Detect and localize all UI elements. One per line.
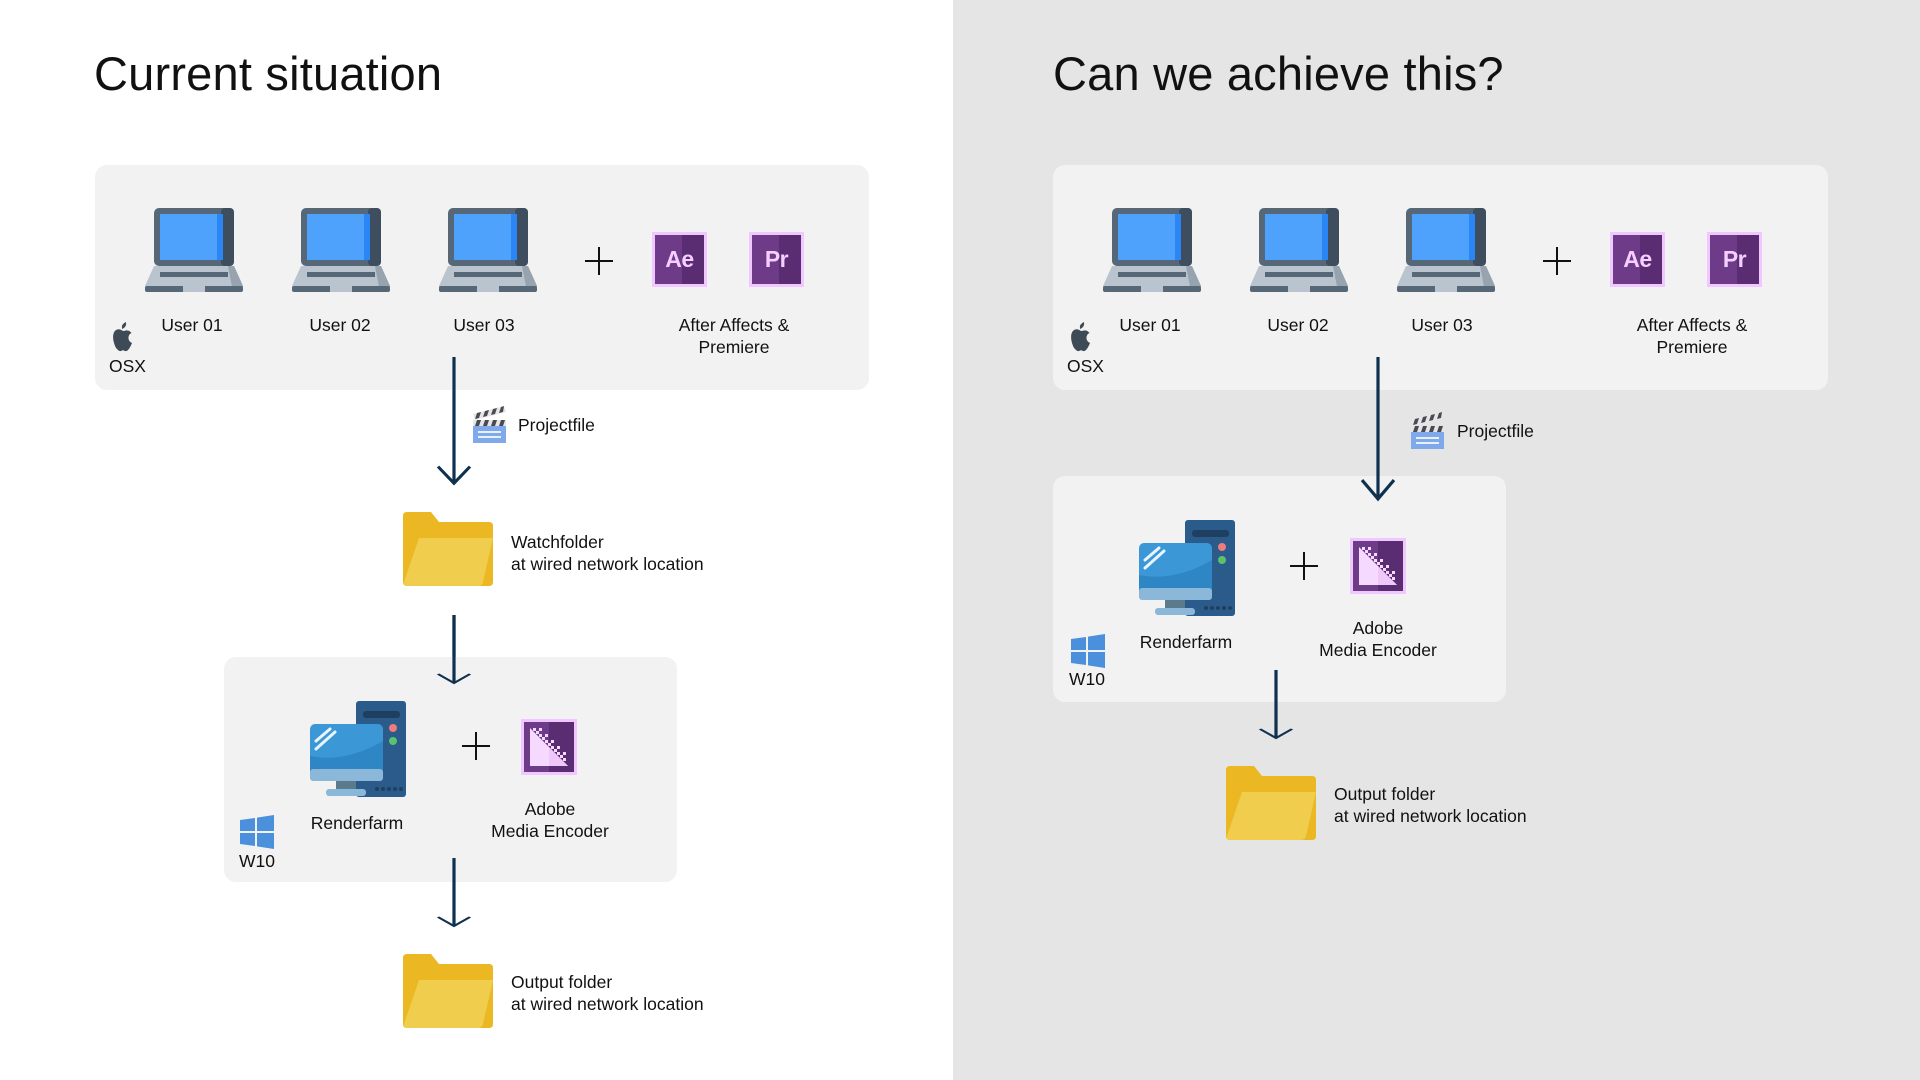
- apple-icon: [1071, 322, 1091, 352]
- watchfolder-line2: at wired network location: [511, 554, 704, 574]
- user-label: User 03: [453, 315, 515, 335]
- output-folder-label: Output folder at wired network location: [511, 971, 704, 1015]
- clapperboard-icon: [1409, 410, 1445, 450]
- media-encoder-line1: Adobe: [1352, 618, 1404, 638]
- folder-icon: [403, 954, 493, 1028]
- apps-label-line1: After Affects &: [678, 315, 790, 335]
- ae-glyph: Ae: [665, 246, 694, 272]
- panel-title: Can we achieve this?: [1053, 47, 1504, 100]
- apple-icon: [113, 322, 133, 352]
- os-label: OSX: [109, 356, 146, 376]
- arrow-down-icon: [1256, 670, 1296, 740]
- pr-glyph: Pr: [1722, 246, 1747, 272]
- laptop-icon: [292, 208, 390, 292]
- folder-icon: [1226, 766, 1316, 840]
- after-effects-icon: Ae: [652, 232, 707, 287]
- renderfarm-box: [1053, 476, 1506, 702]
- arrow-down-icon: [434, 615, 474, 685]
- after-effects-icon: Ae: [1610, 232, 1665, 287]
- premiere-icon: Pr: [749, 232, 804, 287]
- laptop-icon: [1250, 208, 1348, 292]
- renderfarm-box: [224, 657, 677, 882]
- pr-glyph: Pr: [764, 246, 789, 272]
- user-label: User 02: [309, 315, 371, 335]
- renderfarm-label: Renderfarm: [1139, 632, 1233, 652]
- laptop-icon: [145, 208, 243, 292]
- ae-glyph: Ae: [1623, 246, 1652, 272]
- folder-icon: [403, 512, 493, 586]
- watchfolder-line1: Watchfolder: [511, 532, 604, 552]
- media-encoder-line1: Adobe: [524, 799, 576, 819]
- arrow-down-icon: [1358, 357, 1398, 503]
- apps-label-line2: Premiere: [1656, 337, 1728, 357]
- windows-icon: [240, 815, 274, 849]
- windows-icon: [1071, 634, 1105, 668]
- plus-icon: [1543, 247, 1571, 275]
- media-encoder-line2: Media Encoder: [1319, 640, 1437, 660]
- renderfarm-label: Renderfarm: [310, 813, 404, 833]
- projectfile-label: Projectfile: [1457, 421, 1534, 441]
- user-label: User 02: [1267, 315, 1329, 335]
- laptop-icon: [1397, 208, 1495, 292]
- os-label: W10: [239, 851, 275, 871]
- proposed-situation-panel: Can we achieve this? User 01 User 02 Use…: [953, 0, 1920, 1080]
- laptop-icon: [1103, 208, 1201, 292]
- output-folder-line1: Output folder: [1334, 784, 1436, 804]
- output-folder-line2: at wired network location: [511, 994, 704, 1014]
- media-encoder-label: Adobe Media Encoder: [1319, 617, 1437, 661]
- computer-icon: [310, 701, 406, 797]
- media-encoder-label: Adobe Media Encoder: [491, 798, 609, 842]
- computer-icon: [1139, 520, 1235, 616]
- os-label: OSX: [1067, 356, 1104, 376]
- output-folder-line2: at wired network location: [1334, 806, 1527, 826]
- premiere-icon: Pr: [1707, 232, 1762, 287]
- output-folder-line1: Output folder: [511, 972, 613, 992]
- plus-icon: [585, 247, 613, 275]
- plus-icon: [1290, 552, 1318, 580]
- media-encoder-icon: [521, 719, 577, 775]
- output-folder-label: Output folder at wired network location: [1334, 783, 1527, 827]
- current-situation-panel: Current situation User 01 User 02 User 0…: [0, 0, 953, 1080]
- apps-label: After Affects & Premiere: [1637, 314, 1748, 358]
- arrow-down-icon: [434, 858, 474, 928]
- user-label: User 03: [1411, 315, 1473, 335]
- arrow-down-icon: [434, 357, 474, 487]
- media-encoder-icon: [1350, 538, 1406, 594]
- os-label: W10: [1069, 669, 1105, 689]
- apps-label: After Affects & Premiere: [679, 314, 790, 358]
- apps-label-line1: After Affects &: [1636, 315, 1748, 335]
- clapperboard-icon: [471, 404, 507, 444]
- apps-label-line2: Premiere: [698, 337, 770, 357]
- user-label: User 01: [161, 315, 223, 335]
- projectfile-label: Projectfile: [518, 415, 595, 435]
- media-encoder-line2: Media Encoder: [491, 821, 609, 841]
- plus-icon: [462, 732, 490, 760]
- panel-title: Current situation: [94, 47, 443, 100]
- laptop-icon: [439, 208, 537, 292]
- user-label: User 01: [1119, 315, 1181, 335]
- watchfolder-label: Watchfolder at wired network location: [511, 531, 704, 575]
